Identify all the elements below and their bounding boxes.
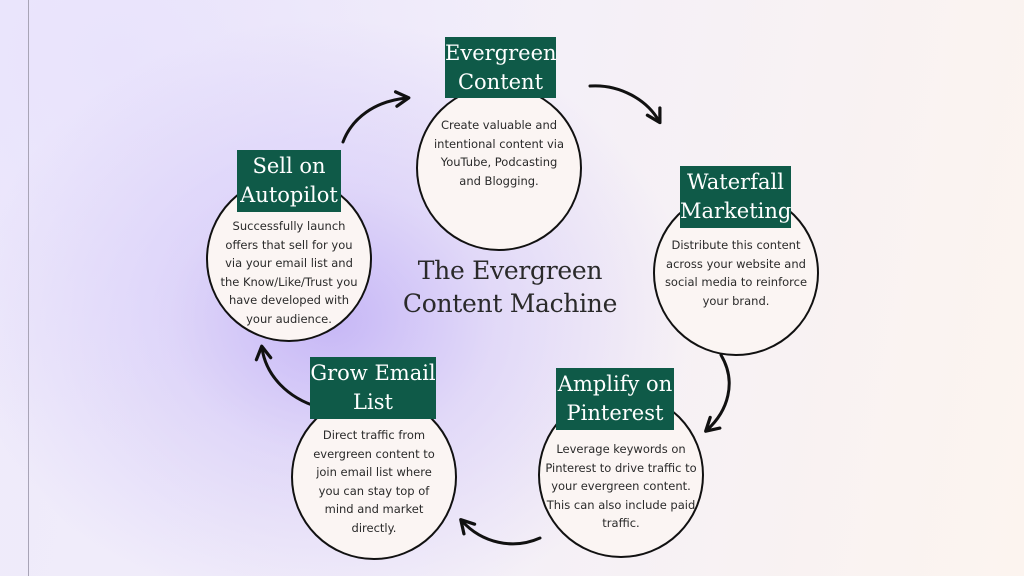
node-circle (416, 85, 582, 251)
node-label: Grow Email List (310, 357, 436, 419)
arrow-evergreen-to-waterfall (588, 84, 662, 125)
node-description: Leverage keywords on Pinterest to drive … (545, 442, 697, 530)
node-label: Waterfall Marketing (680, 166, 791, 228)
node-description: Create valuable and intentional content … (433, 118, 564, 188)
arrow-waterfall-to-amplify (704, 353, 731, 433)
node-description: Distribute this content across your webs… (664, 238, 808, 308)
arrow-amplify-to-email (459, 518, 542, 546)
node-label: Evergreen Content (445, 37, 557, 98)
left-divider-line (28, 0, 29, 576)
node-circle (291, 394, 457, 560)
node-label: Sell on Autopilot (237, 150, 341, 212)
node-description: Direct traffic from evergreen content to… (313, 428, 435, 535)
node-description: Successfully launch offers that sell for… (220, 219, 358, 326)
arrow-sell-to-evergreen (341, 90, 411, 144)
node-label: Amplify on Pinterest (556, 368, 674, 430)
diagram-title: The Evergreen Content Machine (402, 256, 618, 318)
